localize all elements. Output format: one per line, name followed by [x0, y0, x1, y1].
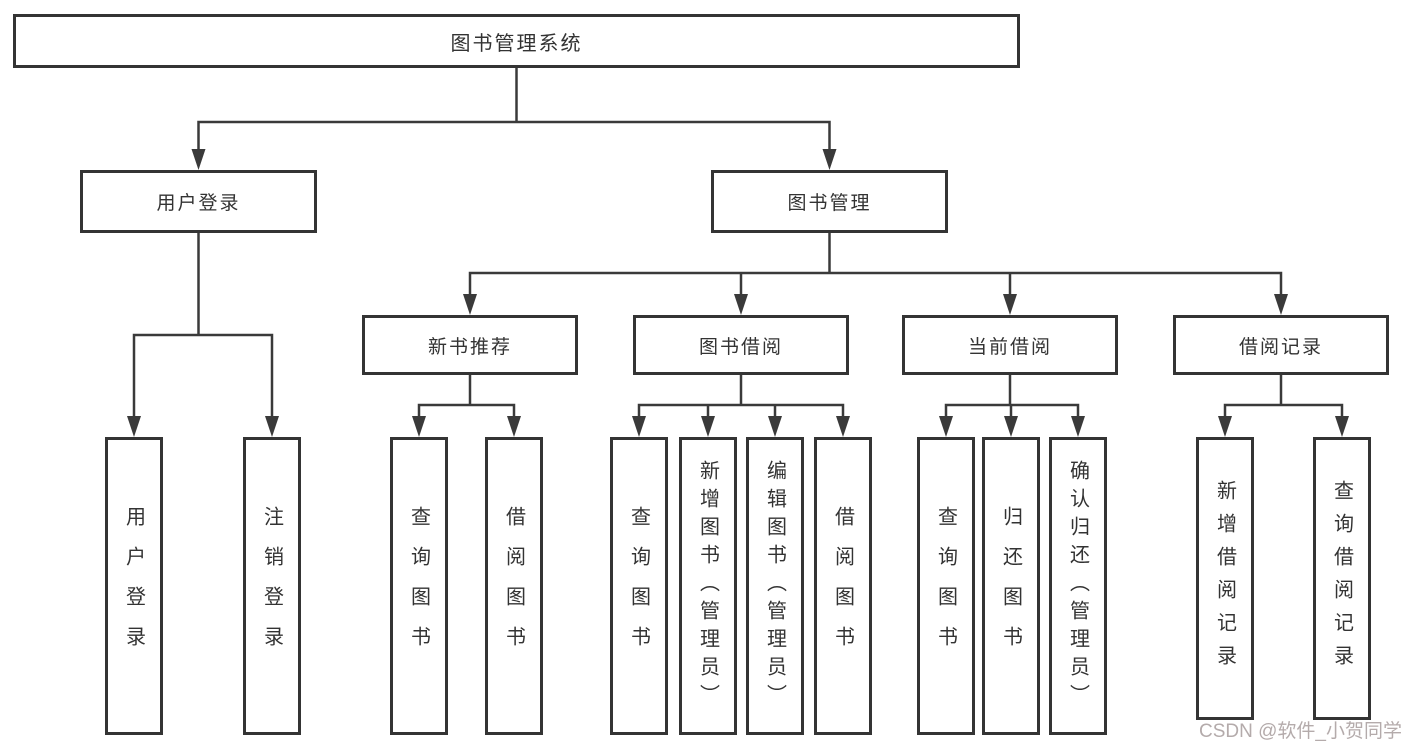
leaf-confirm-return-admin: 确认归还（管理员）: [1049, 437, 1107, 735]
connector-new-book-children: [412, 375, 521, 437]
node-borrow-records: 借阅记录: [1173, 315, 1389, 375]
node-user-login: 用户登录: [80, 170, 317, 233]
node-root: 图书管理系统: [13, 14, 1020, 68]
connector-book-borrow-children: [632, 375, 850, 437]
leaf-user-login: 用户登录: [105, 437, 163, 735]
leaf-query-books-recommend: 查询图书: [390, 437, 448, 735]
leaf-add-borrow-record: 新增借阅记录: [1196, 437, 1254, 720]
node-new-book-recommend: 新书推荐: [362, 315, 578, 375]
connector-user-login-children: [127, 233, 279, 437]
connector-current-borrow-children: [939, 375, 1085, 437]
leaf-borrow-books: 借阅图书: [814, 437, 872, 735]
leaf-edit-book-admin: 编辑图书（管理员）: [746, 437, 804, 735]
leaf-add-book-admin: 新增图书（管理员）: [679, 437, 737, 735]
connector-root-to-level2: [191, 68, 837, 170]
node-book-management: 图书管理: [711, 170, 948, 233]
node-current-borrow: 当前借阅: [902, 315, 1118, 375]
connector-borrow-records-children: [1218, 375, 1349, 437]
leaf-query-books-current: 查询图书: [917, 437, 975, 735]
leaf-return-books: 归还图书: [982, 437, 1040, 735]
leaf-logout: 注销登录: [243, 437, 301, 735]
leaf-borrow-books-recommend: 借阅图书: [485, 437, 543, 735]
node-book-borrow: 图书借阅: [633, 315, 849, 375]
connector-book-mgmt-children: [463, 233, 1288, 315]
leaf-query-books-borrow: 查询图书: [610, 437, 668, 735]
csdn-watermark: CSDN @软件_小贺同学: [1199, 721, 1402, 742]
leaf-query-borrow-record: 查询借阅记录: [1313, 437, 1371, 720]
